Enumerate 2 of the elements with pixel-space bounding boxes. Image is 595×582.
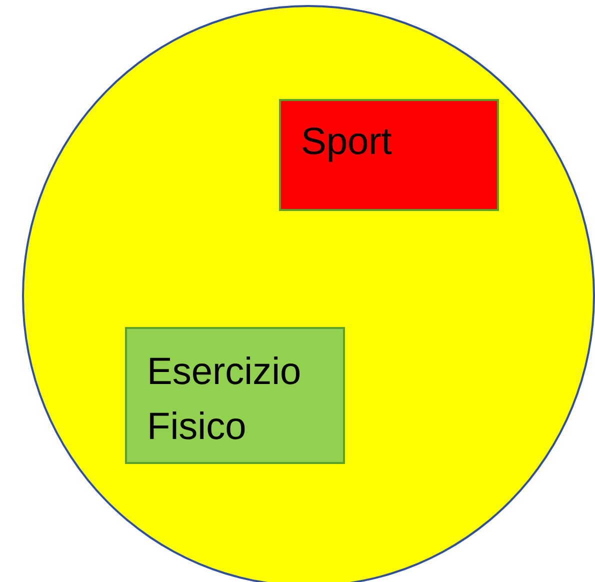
category-box: Sport: [279, 99, 499, 211]
category-box: Esercizio Fisico: [125, 327, 345, 464]
